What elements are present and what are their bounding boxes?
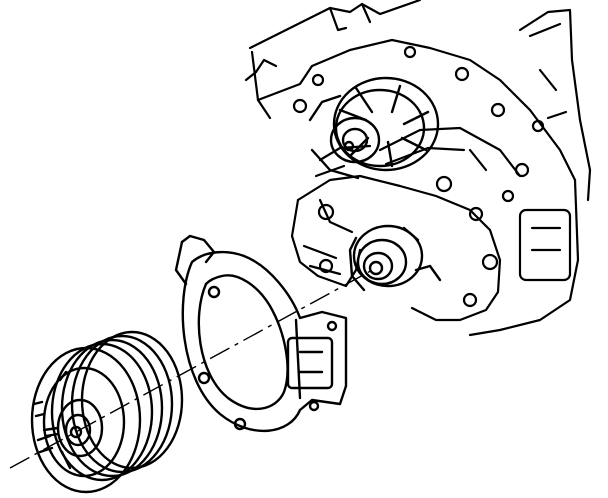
engine-block bbox=[244, 0, 592, 337]
front-cover-gasket bbox=[174, 234, 348, 433]
crankshaft-balancer-pulley bbox=[30, 330, 184, 494]
crankshaft-nose-seal bbox=[348, 224, 442, 292]
assembly-centerline bbox=[9, 267, 377, 469]
water-pump-pulley bbox=[308, 76, 440, 180]
